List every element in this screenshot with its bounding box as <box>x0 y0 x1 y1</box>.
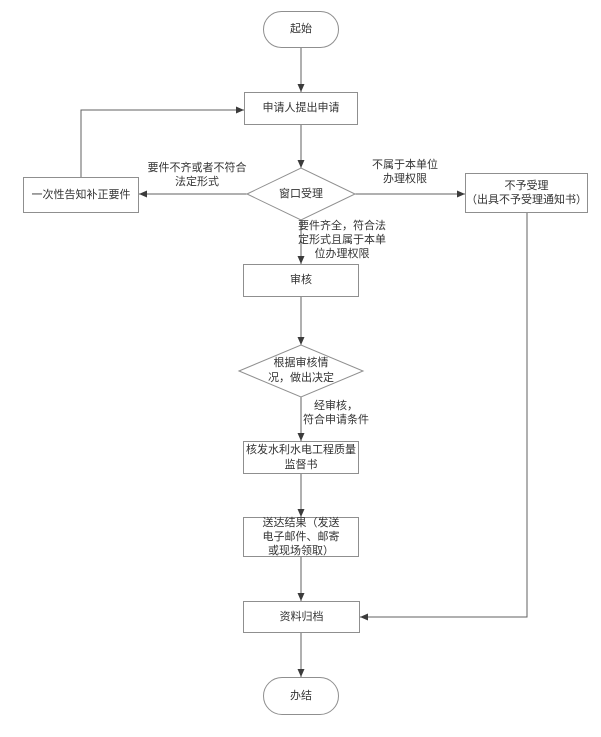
edge-label-complete: 要件齐全，符合法 定形式且属于本单 位办理权限 <box>298 219 386 260</box>
node-review: 审核 <box>243 264 359 297</box>
edge-label-not-authority: 不属于本单位 办理权限 <box>372 158 438 185</box>
edge-label-incomplete: 要件不齐或者不符合 法定形式 <box>147 161 247 188</box>
node-archive: 资料归档 <box>243 601 360 633</box>
node-issue: 核发水利水电工程质量 监督书 <box>243 441 359 474</box>
decision-decide-shape <box>237 344 365 398</box>
edge-label-approved: 经审核， 符合申请条件 <box>303 399 369 426</box>
node-end: 办结 <box>263 677 339 715</box>
decision-window-accept-shape <box>245 167 357 221</box>
node-reject: 不予受理 （出具不予受理通知书） <box>465 173 588 213</box>
edge-reject-archive <box>360 213 528 621</box>
node-apply: 申请人提出申请 <box>244 92 358 125</box>
node-start: 起始 <box>263 11 339 48</box>
edge-notify-correction-apply <box>80 106 244 177</box>
decision-window-accept-label: 窗口受理 <box>279 186 323 200</box>
node-deliver: 送达结果（发送 电子邮件、邮寄 或现场领取） <box>243 516 359 557</box>
node-notify-correction: 一次性告知补正要件 <box>23 177 139 213</box>
decision-decide-label: 根据审核情 况，做出决定 <box>268 356 334 384</box>
